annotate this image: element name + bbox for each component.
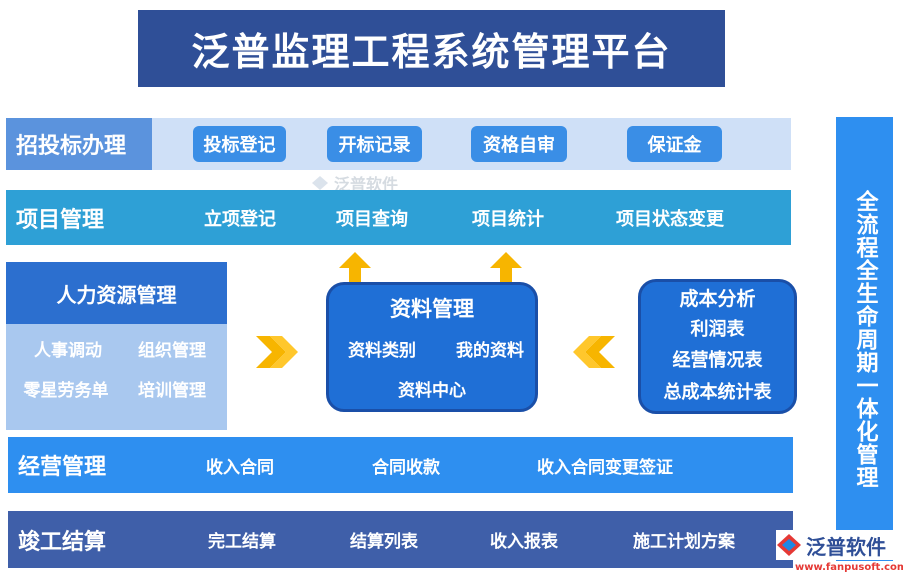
qualification-review-button[interactable]: 资格自审 [471, 126, 567, 162]
my-docs-link[interactable]: 我的资料 [456, 340, 524, 361]
bidding-label: 招投标办理 [6, 118, 152, 170]
operating-status-link[interactable]: 经营情况表 [672, 350, 763, 371]
completion-label: 竣工结算 [18, 529, 107, 555]
personnel-transfer-link[interactable]: 人事调动 [34, 340, 102, 361]
watermark-text: 泛普软件 [334, 175, 399, 194]
bid-register-button[interactable]: 投标登记 [193, 126, 286, 162]
deposit-button[interactable]: 保证金 [627, 126, 722, 162]
docs-panel [326, 282, 538, 412]
settlement-list-link[interactable]: 结算列表 [350, 532, 418, 552]
hr-header: 人力资源管理 [6, 262, 227, 324]
project-label: 项目管理 [16, 207, 105, 233]
side-banner-text: 全流程全生命周期一体化管理 [852, 189, 878, 489]
operation-label: 经营管理 [18, 455, 107, 480]
brand-name: 泛普软件 [806, 534, 886, 559]
operation-row [8, 437, 793, 493]
left-arrow-icon [571, 336, 615, 368]
completion-settlement-link[interactable]: 完工结算 [208, 532, 276, 552]
watermark: 泛普软件 [310, 172, 430, 194]
training-management-link[interactable]: 培训管理 [138, 380, 206, 401]
project-query-link[interactable]: 项目查询 [336, 208, 408, 230]
cost-title: 成本分析 [679, 287, 756, 310]
brand-url: www.fanpusoft.com [795, 561, 903, 573]
cost-panel [638, 279, 797, 414]
project-setup-link[interactable]: 立项登记 [204, 208, 276, 230]
docs-center-link[interactable]: 资料中心 [398, 380, 466, 401]
docs-category-link[interactable]: 资料类别 [348, 340, 416, 361]
income-contract-link[interactable]: 收入合同 [206, 457, 274, 478]
page-title: 泛普监理工程系统管理平台 [138, 10, 725, 87]
profit-statement-link[interactable]: 利润表 [690, 319, 745, 340]
watermark-logo-icon [312, 176, 328, 190]
construction-plan-link[interactable]: 施工计划方案 [633, 532, 735, 552]
project-statistics-link[interactable]: 项目统计 [472, 208, 544, 230]
up-arrow-icon [339, 252, 371, 282]
casual-labor-link[interactable]: 零星劳务单 [23, 380, 109, 401]
brand-logo: 泛普软件 [776, 530, 900, 560]
brand-logo-icon [777, 534, 801, 556]
completion-row [8, 511, 793, 568]
contract-receipt-link[interactable]: 合同收款 [372, 457, 440, 478]
organization-management-link[interactable]: 组织管理 [138, 340, 206, 361]
up-arrow-icon [490, 252, 522, 282]
total-cost-statistics-link[interactable]: 总成本统计表 [663, 382, 772, 403]
income-report-link[interactable]: 收入报表 [490, 532, 558, 552]
bid-opening-record-button[interactable]: 开标记录 [327, 126, 422, 162]
right-arrow-icon [256, 336, 300, 368]
side-banner: 全流程全生命周期一体化管理 [836, 117, 893, 561]
hr-panel [6, 324, 227, 430]
docs-title: 资料管理 [390, 297, 474, 321]
project-status-change-link[interactable]: 项目状态变更 [616, 208, 724, 230]
contract-change-visa-link[interactable]: 收入合同变更签证 [537, 457, 673, 478]
project-row [6, 190, 791, 245]
